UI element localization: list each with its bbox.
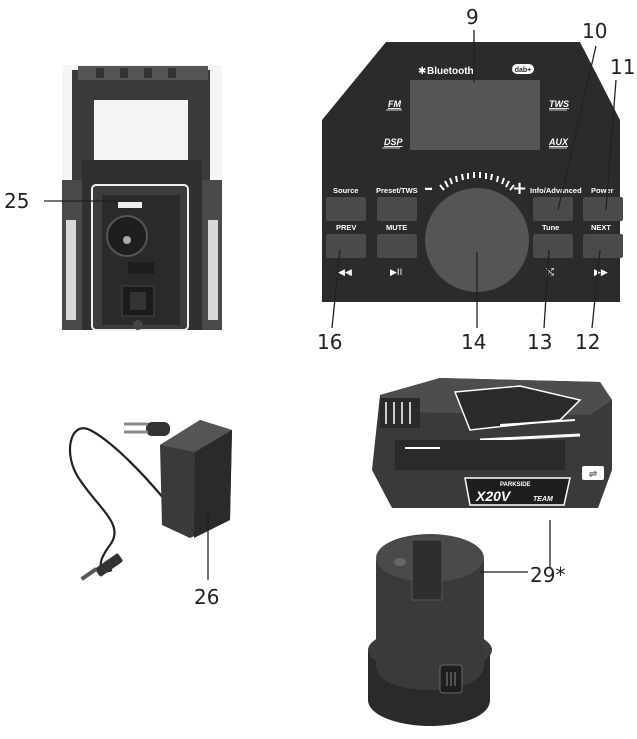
callout-label-9: 9 bbox=[466, 5, 479, 29]
brand-team: TEAM bbox=[533, 496, 553, 503]
callout-label-13: 13 bbox=[527, 330, 552, 354]
charger-illustration: ⇌ PARKSIDE X20V TEAM bbox=[372, 378, 612, 508]
next-label: NEXT bbox=[591, 223, 611, 232]
bluetooth-label: Bluetooth bbox=[427, 66, 474, 77]
brand-logo: X20V bbox=[475, 488, 512, 504]
control-panel: Bluetooth ✱ dab+ FM DSP TWS AUX bbox=[322, 42, 623, 302]
preset-tws-label: Preset/TWS bbox=[376, 186, 418, 195]
panel-callouts bbox=[331, 30, 617, 329]
mode-tws-label: TWS bbox=[549, 99, 569, 109]
mode-dsp-label: DSP bbox=[384, 137, 404, 147]
mute-label: MUTE bbox=[386, 223, 407, 232]
usb-port bbox=[582, 466, 604, 480]
callout-26: 26 bbox=[194, 512, 219, 609]
dial-tick-arc bbox=[439, 172, 515, 191]
dial-minus: – bbox=[424, 178, 433, 199]
dab-label: dab+ bbox=[515, 67, 532, 74]
brand-plate bbox=[464, 477, 571, 506]
forward-icon: ▶▶ bbox=[594, 268, 608, 278]
radio-back-illustration bbox=[62, 65, 222, 331]
play-pause-icon: ▶II bbox=[390, 268, 402, 278]
power-adapter-illustration bbox=[68, 420, 232, 581]
brand-label: PARKSIDE bbox=[500, 482, 531, 488]
callout-label-29: 29* bbox=[530, 563, 565, 587]
callout-label-16: 16 bbox=[317, 330, 342, 354]
dab-badge bbox=[512, 64, 534, 74]
callout-label-12: 12 bbox=[575, 330, 600, 354]
callout-label-25: 25 bbox=[4, 189, 29, 213]
source-button[interactable] bbox=[326, 197, 366, 221]
next-button[interactable] bbox=[583, 234, 623, 258]
tune-label: Tune bbox=[542, 223, 559, 232]
rewind-icon: ◀◀ bbox=[338, 268, 352, 278]
prev-button[interactable] bbox=[326, 234, 366, 258]
volume-dial[interactable] bbox=[425, 188, 529, 292]
callout-label-26: 26 bbox=[194, 585, 219, 609]
shuffle-icon: ⤭ bbox=[546, 267, 554, 278]
dial-plus: + bbox=[512, 178, 527, 199]
tune-button[interactable] bbox=[533, 234, 573, 258]
mode-fm-label: FM bbox=[388, 99, 401, 109]
usb-icon: ⇌ bbox=[589, 469, 597, 480]
power-button[interactable] bbox=[583, 197, 623, 221]
callout-25: 25 bbox=[4, 189, 125, 213]
callout-29: 29* bbox=[480, 520, 565, 587]
mute-button[interactable] bbox=[377, 234, 417, 258]
info-advanced-button[interactable] bbox=[533, 197, 573, 221]
preset-tws-button[interactable] bbox=[377, 197, 417, 221]
callout-label-14: 14 bbox=[461, 330, 486, 354]
bluetooth-icon: ✱ bbox=[418, 66, 426, 77]
info-advanced-label: Info/Advanced bbox=[530, 186, 582, 195]
power-label: Power bbox=[591, 186, 614, 195]
source-label: Source bbox=[333, 186, 358, 195]
mode-aux-label: AUX bbox=[548, 137, 569, 147]
callout-label-10: 10 bbox=[582, 19, 607, 43]
callout-label-11: 11 bbox=[610, 55, 635, 79]
battery-illustration bbox=[368, 534, 492, 726]
prev-label: PREV bbox=[336, 223, 356, 232]
